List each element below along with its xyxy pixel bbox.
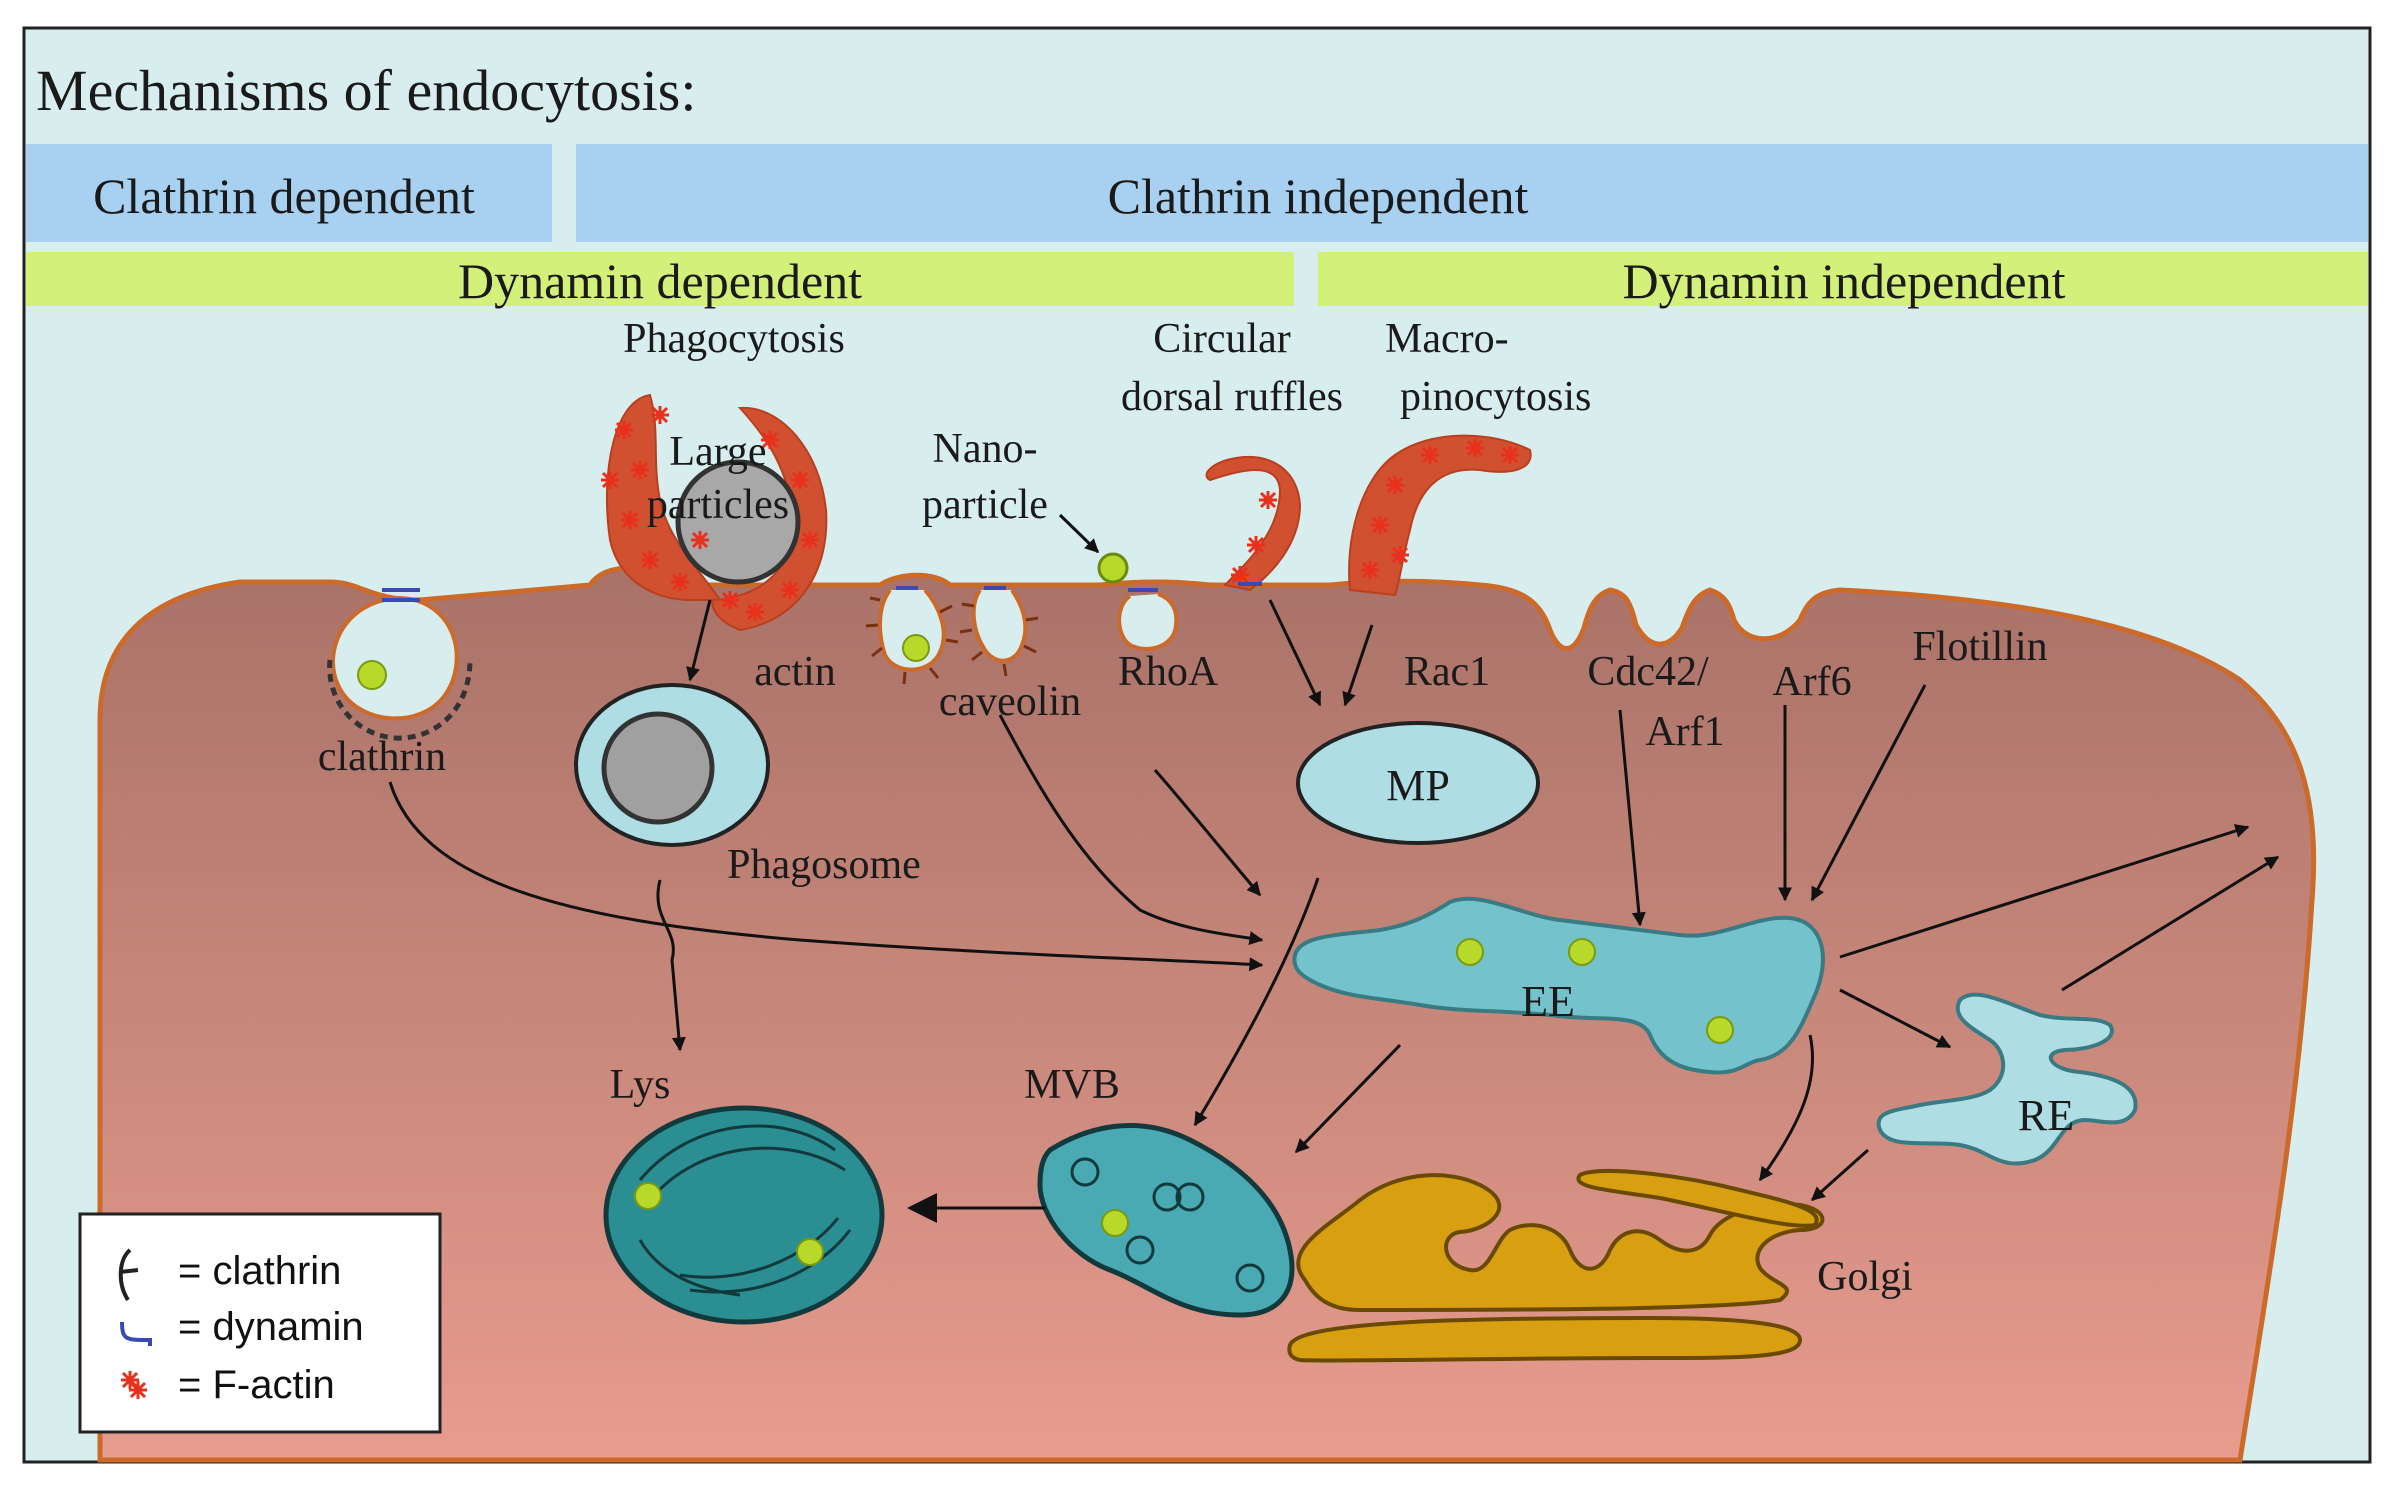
legend-clathrin-label: = clathrin [178,1249,341,1293]
label-ee: EE [1521,977,1575,1026]
label-macro: Macro- [1385,316,1509,362]
legend-factin-label: = F-actin [178,1363,335,1407]
label-golgi: Golgi [1817,1254,1913,1300]
legend-dynamin-label: = dynamin [178,1305,364,1349]
label-circular: Circular [1153,316,1291,362]
label-flotillin: Flotillin [1912,624,2047,670]
lysosome [603,1105,885,1325]
label-nano: Nano- [933,426,1038,472]
arrow-nanoparticle [1058,513,1100,554]
figure-title: Mechanisms of endocytosis: [36,58,696,123]
label-re: RE [2018,1091,2074,1140]
label-particle: particle [922,482,1048,528]
band-clathrin-independent [576,144,2368,242]
legend-dynamin-symbol [120,1321,152,1346]
band-dynamin-independent [1318,252,2368,306]
label-phagocytosis: Phagocytosis [623,316,845,362]
macropinosome: MP [1296,721,1540,845]
label-rac1: Rac1 [1404,649,1490,695]
band-clathrin-dependent-label: Clathrin dependent [93,168,475,224]
label-phagosome: Phagosome [727,842,921,888]
label-large: Large [669,429,766,475]
label-pinocytosis: pinocytosis [1400,374,1591,420]
golgi-apparatus [1287,1169,1825,1363]
early-endosome: EE [1292,896,1825,1075]
pathway-arrows [388,599,2280,1223]
band-dynamin-independent-label: Dynamin independent [1623,253,2066,309]
nanoparticle [1097,552,1129,584]
label-caveolin: caveolin [939,679,1081,725]
rhoa-vesicle [1097,552,1179,651]
circular-dorsal-ruffle [1205,455,1302,592]
band-dynamin-dependent-label: Dynamin dependent [458,253,862,309]
phagosome [574,683,770,847]
recycling-endosome: RE [1876,992,2138,1166]
label-mp: MP [1386,761,1450,810]
label-lys: Lys [610,1062,671,1108]
clathrin-cargo-particle [357,660,387,690]
band-dynamin-dependent [26,252,1294,306]
label-actin: actin [754,649,836,695]
label-rhoa: RhoA [1118,649,1219,695]
clathrin-coated-vesicle [327,588,473,741]
phagocytic-cup [599,393,828,632]
band-clathrin-independent-label: Clathrin independent [1108,168,1529,224]
macropinocytosis-ruffle [1348,434,1532,597]
large-particle [675,459,801,585]
label-mvb: MVB [1024,1062,1120,1108]
label-particles: particles [647,482,789,528]
multivesicular-body [1037,1123,1295,1318]
label-dorsal-ruffles: dorsal ruffles [1121,374,1343,420]
label-cdc42: Cdc42/ [1587,649,1709,695]
band-clathrin-dependent [26,144,552,242]
legend-clathrin-symbol [118,1248,139,1302]
caveolae [865,586,1039,685]
label-arf1: Arf1 [1645,709,1724,755]
label-arf6: Arf6 [1772,659,1851,705]
legend: = clathrin = dynamin = F-actin [78,1212,442,1434]
label-clathrin: clathrin [318,734,446,780]
